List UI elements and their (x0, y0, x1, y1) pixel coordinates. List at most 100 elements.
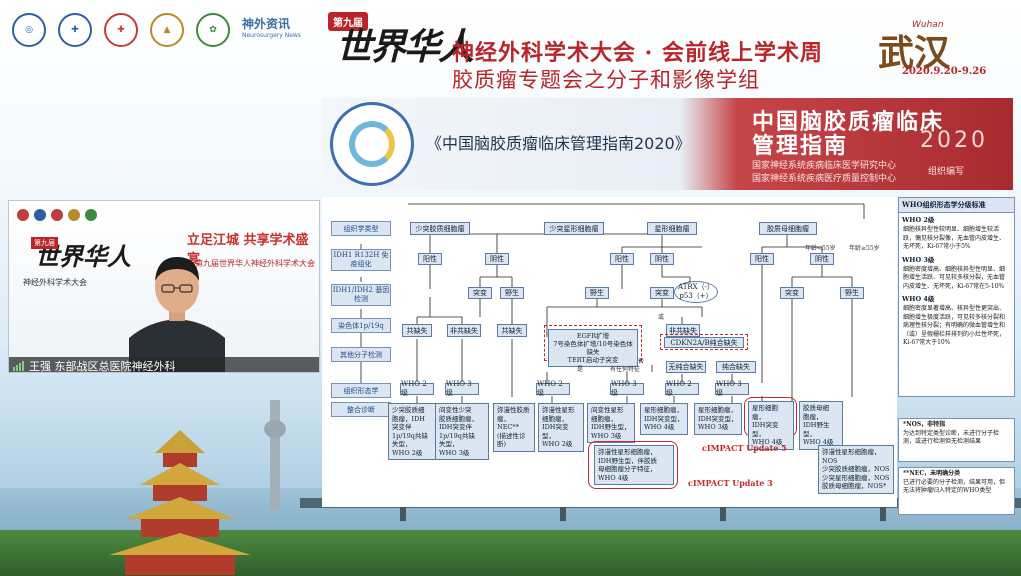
neurosurgery-news-logo: 神外资讯 Neurosurgery News (242, 18, 301, 42)
diag-line: WHO 4级 (598, 473, 629, 482)
node-oligodendroglioma: 少突胶质细胞瘤 (410, 222, 470, 235)
institute-seal-icon (330, 102, 414, 186)
flowchart-connectors (360, 203, 865, 404)
diagnosis-diffuse-astro-idhwt-gbm-features: 弥漫性星形细胞瘤，IDH野生型，伴胶质母细胞瘤分子特征，WHO 4级 (594, 445, 674, 485)
node-mutant: 突变 (468, 287, 492, 299)
bridge-pier (400, 505, 406, 521)
diag-line: IDH突变型， (752, 421, 779, 438)
node-noncodeleted: 非共缺失 (666, 324, 700, 337)
diagnosis-gbm-idhwt-who4: 胶质母细胞瘤，IDH野生型，WHO 4级 (799, 401, 843, 450)
no-label: 否 (638, 358, 645, 365)
book-org-line1: 国家神经系统疾病临床医学研究中心 (752, 161, 897, 171)
news-logo-cn: 神外资讯 (242, 17, 291, 31)
bridge-pier (880, 505, 886, 521)
bridge-pier (560, 505, 566, 521)
diag-line: 型， (803, 429, 816, 438)
book-title-line2: 管理指南 (752, 134, 849, 159)
who-grade-4-title: WHO 4级 (902, 295, 935, 303)
node-negative: 阴性 (650, 253, 674, 265)
diag-line: 细胞瘤， (591, 414, 617, 423)
who-panel-header: WHO组织形态学分级标准 (899, 198, 1014, 213)
book-title-line1: 中国脑胶质瘤临床 (752, 110, 945, 135)
diag-line: 细胞瘤， (542, 414, 568, 423)
book-org-line2: 国家神经系统疾病医疗质量控制中心 (752, 174, 897, 184)
node-wildtype: 野生 (840, 287, 864, 299)
who-grade-2-title: WHO 2级 (902, 216, 935, 224)
node-no-homdel: 无纯合缺失 (666, 361, 706, 373)
bridge-pier (720, 505, 726, 521)
diag-line: 间变性少突 (439, 406, 472, 414)
speaker-name: 王强 东部战区总医院神经外科 (29, 359, 176, 373)
node-glioblastoma: 胶质母细胞瘤 (759, 222, 817, 235)
node-astrocytoma: 星形细胞瘤 (647, 222, 697, 235)
diag-line: WHO 4级 (803, 438, 834, 446)
diag-line: 失型， (392, 440, 412, 448)
guideline-title: 《中国脑胶质瘤临床管理指南2020》 (426, 134, 691, 153)
diag-line: 胶质细胞瘤， (439, 414, 478, 423)
node-noncodeleted: 非共缺失 (447, 324, 481, 337)
row-label-histology: 组织学类型 (331, 221, 391, 236)
guideline-banner: 《中国脑胶质瘤临床管理指南2020》 中国脑胶质瘤临床 管理指南 2020 国家… (322, 98, 1013, 190)
node-who-grade: WHO 2级 (665, 380, 699, 397)
yellow-crane-tower (109, 430, 251, 575)
book-edited-by: 组织编写 (928, 167, 965, 177)
node-positive: 阳性 (750, 253, 774, 265)
partner-logo-icon: ✚ (104, 13, 138, 47)
diag-line: (描述性诊断) (497, 431, 526, 449)
tv-tower (270, 400, 280, 510)
session-badge: 第九届 (328, 12, 368, 31)
diag-line: 弥漫性星形细胞瘤， (598, 448, 657, 456)
node-wildtype: 野生 (500, 287, 524, 299)
video-conf-small: 神经外科学术大会 (23, 278, 87, 287)
diag-line: IDH突变型， (644, 414, 684, 423)
diag-line: 1p/19q共缺 (392, 431, 428, 440)
diag-line: 胞瘤， (803, 412, 823, 421)
diag-line: WHO 2级 (392, 448, 423, 457)
row-label-1p19q: 染色体1p/19q (331, 318, 391, 333)
diag-line: 星形细胞瘤， (698, 406, 737, 414)
node-cdkn2ab: CDKN2A/B纯合缺失 (664, 337, 744, 348)
diag-line: 弥漫性星形 (542, 406, 575, 414)
logo-icon (85, 209, 97, 221)
node-mutant: 突变 (780, 287, 804, 299)
node-mutant: 突变 (650, 287, 674, 299)
egfr-line-3: TERT启动子突变 (567, 356, 619, 364)
diag-line: IDH野生型， (591, 423, 631, 431)
row-label-integrated: 整合诊断 (331, 402, 391, 417)
speaker-video[interactable]: 世界华人 第九届 立足江城 共享学术盛宴 第九届世界华人神经外科学术大会 神经外… (8, 200, 320, 373)
conference-title: 神经外科学术大会 · 会前线上学术周 (452, 40, 823, 66)
diagnosis-anaplastic-astro-who3: 间变性星形细胞瘤，IDH野生型，WHO 3级 (587, 403, 635, 443)
node-who-grade: WHO 3级 (445, 380, 479, 397)
row-label-other: 其他分子检测 (331, 347, 391, 362)
diag-line: WHO 2级 (542, 440, 573, 448)
diag-line: 失型， (439, 440, 459, 448)
diag-line: 瘤，NEC** (497, 414, 519, 432)
video-subslogan: 第九届世界华人神经外科学术大会 (195, 259, 315, 268)
row-label-idh-ihc: IDH1 R132H 免疫组化 (331, 249, 391, 271)
logo-icon (17, 209, 29, 221)
tv-tower-ball (264, 420, 286, 438)
node-wildtype: 野生 (585, 287, 609, 299)
speaker-avatar (129, 257, 225, 372)
diagnosis-diffuse-glioma-nec: 弥漫性胶质瘤，NEC**(描述性诊断) (493, 403, 535, 452)
diag-line: WHO 4级 (752, 438, 783, 446)
diag-line: 星形细胞瘤， (644, 406, 683, 414)
node-atrx-p53: ATRX（-） p53（+） (674, 281, 718, 303)
diag-line: 弥漫性星形细胞瘤，NOS (822, 448, 881, 465)
node-who-grade: WHO 3级 (610, 380, 644, 397)
diagnosis-diffuse-astro-who2: 弥漫性星形细胞瘤，IDH突变型，WHO 2级 (538, 403, 584, 452)
cimpact3-highlight (588, 441, 678, 489)
diag-line: WHO 3级 (591, 431, 622, 440)
diag-line: 胶质母细胞瘤，NOS* (822, 482, 887, 490)
diagnosis-astro-idhm-who3: 星形细胞瘤，IDH突变型，WHO 3级 (694, 403, 742, 435)
partner-logo-icon: ✿ (196, 13, 230, 47)
nec-footnote: **NEC，未明确分类 已进行必要的分子检测，结果可用，但无法将肿瘤归入特定的W… (898, 467, 1015, 515)
nec-title: **NEC，未明确分类 (903, 470, 961, 477)
p53-label: p53（+） (679, 292, 713, 300)
age-ge55-label: 年龄≥55岁 (849, 245, 880, 252)
node-positive: 阳性 (610, 253, 634, 265)
diag-line: 胞瘤，IDH (392, 414, 425, 423)
